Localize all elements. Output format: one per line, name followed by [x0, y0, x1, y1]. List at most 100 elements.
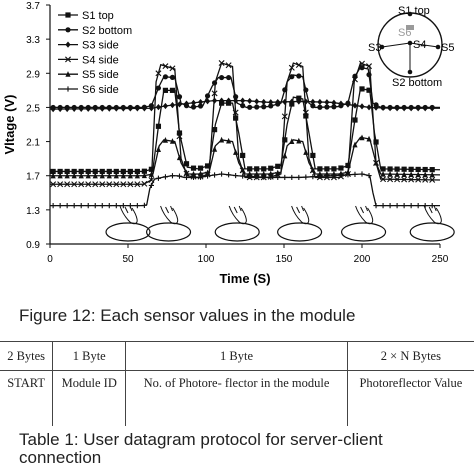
data-point: [352, 117, 358, 123]
data-point: [50, 106, 56, 113]
data-point: [190, 99, 197, 106]
data-point: [352, 171, 358, 177]
data-point: [204, 163, 211, 169]
data-point: [162, 74, 169, 80]
data-point: [422, 171, 428, 178]
data-point: [415, 166, 421, 173]
data-point: [218, 60, 225, 67]
data-point: [387, 176, 394, 183]
data-point: [169, 138, 176, 144]
data-point: [429, 105, 435, 112]
data-point: [190, 170, 197, 177]
data-point: [289, 174, 295, 181]
data-point: [183, 100, 190, 107]
data-point: [401, 166, 407, 172]
data-point: [204, 98, 211, 105]
data-point: [71, 202, 77, 209]
series-s6-side: [50, 171, 440, 209]
data-point: [92, 168, 98, 175]
data-point: [275, 174, 281, 181]
data-point: [65, 12, 71, 18]
data-point: [162, 137, 169, 143]
data-point: [268, 103, 274, 109]
data-point: [148, 105, 154, 112]
inset-label-top: S1 top: [398, 5, 430, 17]
figure-caption: Figure 12: Each sensor values in the mod…: [19, 306, 356, 325]
data-point: [211, 146, 218, 152]
x-tick-label: 0: [47, 254, 53, 265]
data-point: [261, 170, 267, 177]
data-point: [226, 172, 232, 178]
data-point: [296, 98, 302, 105]
data-point: [268, 165, 274, 171]
data-point: [359, 103, 365, 110]
data-point: [282, 152, 288, 159]
data-point: [211, 90, 218, 97]
data-point: [71, 168, 77, 175]
x-tick-label: 100: [198, 254, 215, 265]
data-point: [254, 170, 260, 177]
data-point: [120, 181, 127, 188]
legend-label: S6 side: [82, 84, 119, 96]
data-point: [226, 137, 232, 144]
data-point: [141, 202, 147, 208]
data-point: [366, 172, 372, 179]
data-point: [261, 174, 267, 180]
data-point: [120, 168, 126, 175]
data-point: [197, 165, 204, 171]
data-point: [295, 62, 302, 69]
inset-dot-s3: [379, 44, 385, 50]
data-point: [57, 172, 63, 179]
data-point: [408, 202, 414, 209]
y-tick-label: 0.9: [26, 240, 40, 251]
data-point: [85, 105, 91, 112]
pad-outline: [145, 222, 192, 242]
data-point: [366, 63, 373, 70]
inset-edge-s4-s5: [409, 42, 439, 48]
y-tick-label: 3.3: [26, 35, 40, 46]
data-point: [120, 105, 126, 112]
data-point: [310, 166, 316, 173]
data-point: [240, 166, 246, 173]
data-point: [92, 202, 98, 209]
data-point: [85, 168, 91, 175]
inset-edge-s3-s4: [381, 42, 411, 48]
table-header-cell: 1 Byte: [52, 341, 127, 371]
data-point: [380, 202, 386, 209]
data-point: [127, 202, 133, 209]
data-point: [127, 168, 133, 175]
table-cell: START: [0, 370, 54, 426]
data-point: [85, 172, 91, 179]
data-point: [240, 173, 246, 179]
data-point: [57, 105, 63, 113]
data-point: [288, 64, 295, 71]
data-point: [351, 76, 358, 83]
data-point: [317, 98, 323, 106]
data-point: [169, 65, 176, 72]
data-point: [232, 109, 239, 116]
data-point: [338, 172, 344, 178]
legend-label: S5 side: [82, 69, 119, 81]
hand-outline: [119, 205, 138, 225]
legend-label: S4 side: [82, 54, 119, 66]
data-point: [331, 172, 337, 179]
data-point: [99, 105, 105, 112]
data-point: [366, 87, 372, 93]
data-point: [204, 169, 211, 176]
y-tick-label: 1.7: [26, 172, 40, 183]
data-point: [289, 138, 295, 144]
pad-outline: [409, 222, 455, 242]
data-point: [64, 181, 71, 188]
data-point: [155, 146, 162, 152]
data-point: [422, 176, 429, 183]
data-point: [401, 105, 407, 112]
data-point: [373, 159, 379, 166]
data-point: [310, 174, 316, 180]
data-point: [394, 202, 400, 209]
data-point: [331, 99, 337, 106]
data-point: [261, 104, 267, 110]
data-point: [176, 173, 183, 179]
inset-dot-s2: [407, 69, 413, 75]
data-point: [401, 171, 407, 177]
